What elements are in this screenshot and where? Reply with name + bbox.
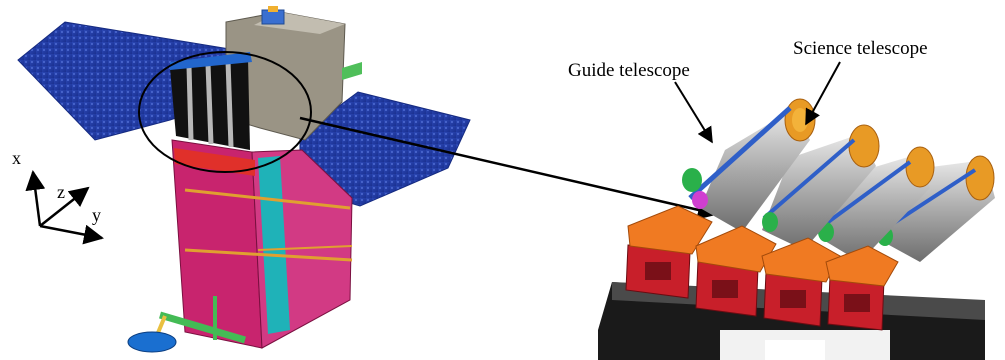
satellite — [18, 6, 470, 352]
science-telescope-arrow — [806, 62, 840, 124]
guide-telescope-label: Guide telescope — [568, 60, 690, 82]
science-telescope-label: Science telescope — [793, 38, 928, 60]
axis-x-arrow — [33, 172, 40, 226]
telescope-assembly — [598, 62, 995, 360]
guide-telescope-arrow — [675, 82, 712, 142]
axis-z-label: z — [57, 182, 65, 203]
axis-y-label: y — [92, 205, 101, 226]
antenna-dish — [128, 332, 176, 352]
axis-y-arrow — [40, 226, 102, 238]
axis-x-label: x — [12, 148, 21, 169]
